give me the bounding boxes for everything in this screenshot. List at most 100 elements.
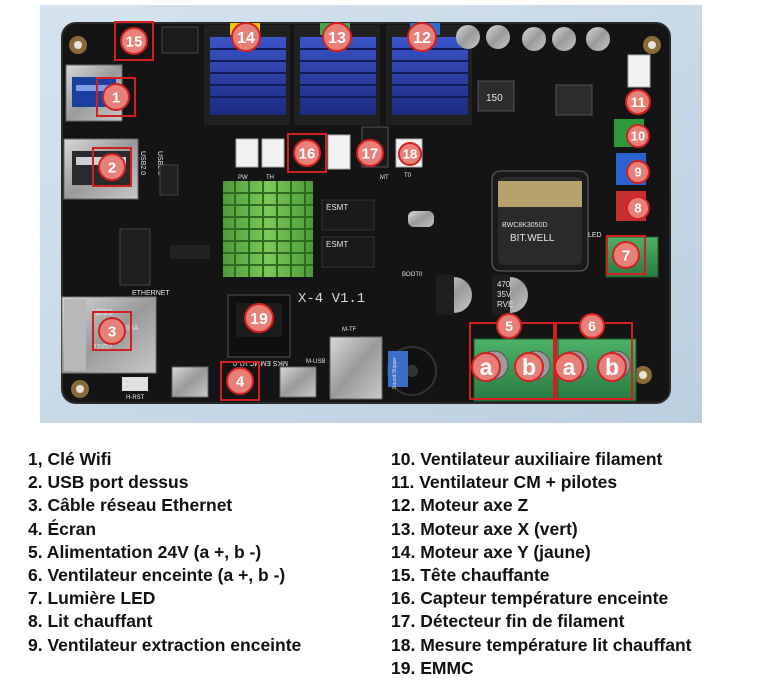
marker-circle — [98, 153, 126, 181]
marker-2: 2 — [92, 147, 132, 187]
legend-left: 1, Clé Wifi 2. USB port dessus 3. Câble … — [28, 448, 301, 657]
marker-circle — [407, 22, 437, 52]
marker-circle — [226, 367, 254, 395]
mounting-holes — [69, 36, 661, 398]
t0-label: T0 — [404, 173, 412, 179]
inductor-label: 150 — [486, 93, 503, 104]
usb2-label-b: USB2.0 — [156, 151, 163, 175]
marker-number: 14 — [237, 30, 255, 47]
marker-circle — [626, 160, 650, 184]
marker-9: 9 — [626, 160, 650, 184]
bulk-cap-label-1: BIT.WELL — [510, 233, 555, 244]
marker-circle — [120, 27, 148, 55]
marker-circle — [356, 139, 384, 167]
terminal-b-label: b — [522, 354, 536, 380]
legend-item: 12. Moteur axe Z — [391, 495, 529, 516]
legend-item: 4. Écran — [28, 518, 97, 539]
marker-number: 18 — [403, 147, 417, 162]
soc-heatsink — [223, 181, 313, 277]
eth-jack-text-3: 22/02 — [92, 343, 113, 352]
eth-jack-text-2: 1605A — [118, 325, 139, 332]
mtf-label: M-TF — [342, 327, 357, 333]
marker-number: 13 — [328, 30, 346, 47]
terminal-b-label: b — [605, 354, 619, 380]
marker-19: 19 — [244, 303, 274, 333]
buzzer — [387, 346, 437, 396]
marker-circle — [579, 313, 605, 339]
marker-circle — [231, 22, 261, 52]
capacitors-top — [456, 25, 610, 51]
terminal-a-label: a — [480, 354, 493, 380]
marker-circle — [322, 22, 352, 52]
marker-number: 9 — [634, 165, 641, 180]
usb2-label-a: USB2.0 — [139, 151, 146, 175]
marker-5: 5 — [496, 313, 522, 339]
marker-number: 17 — [362, 145, 379, 162]
legend-item: 15. Tête chauffante — [391, 564, 550, 585]
legend-item: 3. Câble réseau Ethernet — [28, 495, 233, 516]
marker-circle — [98, 317, 126, 345]
bulk-capacitor — [491, 170, 589, 272]
ram-chips — [321, 199, 375, 268]
marker-circle — [626, 196, 650, 220]
legend-right: 10. Ventilateur auxiliaire filament 11. … — [391, 448, 692, 680]
marker-circle — [626, 124, 650, 148]
ram-label-1: ESMT — [326, 203, 348, 212]
cap-small-3: RVE — [497, 300, 513, 309]
legend-item: 6. Ventilateur enceinte (a +, b -) — [28, 564, 286, 585]
legend-item: 18. Mesure température lit chauffant — [391, 634, 692, 655]
legend-item: 16. Capteur température enceinte — [391, 588, 669, 609]
marker-number: 2 — [108, 159, 116, 176]
inductors — [477, 80, 593, 116]
marker-12: 12 — [407, 22, 437, 52]
emmc-label: MKS EMMC V1.0 — [233, 359, 288, 366]
marker-number: 7 — [622, 247, 630, 264]
marker-number: 10 — [631, 129, 645, 144]
marker-number: 4 — [236, 373, 245, 390]
marker-15: 15 — [114, 21, 154, 61]
marker-number: 12 — [413, 30, 431, 47]
board-photo: USB2.0 USB2.0 HR91 1605A 22/02 ETHERNET … — [40, 5, 702, 423]
marker-number: 16 — [299, 145, 316, 162]
terminal-a-label: a — [563, 354, 576, 380]
marker-number: 15 — [126, 33, 143, 50]
hrst-label: H-RST — [126, 395, 145, 401]
legend-item: 2. USB port dessus — [28, 472, 189, 493]
marker-number: 3 — [108, 323, 116, 340]
marker-18: 18 — [398, 142, 422, 166]
marker-circle — [625, 89, 651, 115]
legend-item: 1, Clé Wifi — [28, 449, 112, 469]
th-label: TH — [266, 175, 274, 181]
marker-circle — [102, 83, 130, 111]
ram-label-2: ESMT — [326, 240, 348, 249]
marker-circle — [612, 241, 640, 269]
marker-17: 17 — [356, 139, 384, 167]
crystal — [408, 211, 434, 227]
marker-11: 11 — [625, 89, 651, 115]
marker-8: 8 — [626, 196, 650, 220]
hotend-connector — [161, 26, 199, 54]
marker-number: 5 — [505, 318, 513, 334]
legend-item: 5. Alimentation 24V (a +, b -) — [28, 541, 262, 562]
marker-10: 10 — [626, 124, 650, 148]
marker-6: 6 — [579, 313, 605, 339]
cap-small-2: 35V — [497, 290, 512, 299]
terminal-ab-labels: a b a b — [471, 352, 627, 382]
marker-3: 3 — [92, 311, 132, 351]
pw-label: PW — [238, 175, 248, 181]
marker-circle — [244, 303, 274, 333]
marker-number: 11 — [631, 94, 646, 110]
marker-circle — [398, 142, 422, 166]
legend-item: 10. Ventilateur auxiliaire filament — [391, 449, 663, 469]
legend-item: 19. EMMC — [391, 657, 474, 678]
marker-number: 6 — [588, 318, 596, 334]
musb-label: M-USB — [306, 359, 325, 365]
legend-item: 7. Lumière LED — [28, 588, 156, 609]
gpio-headers — [119, 164, 210, 286]
marker-circle — [293, 139, 321, 167]
filter-capacitors — [436, 275, 528, 315]
buzzer-label: Sound Stipper — [392, 357, 398, 389]
marker-circle — [496, 313, 522, 339]
board-name: X-4 V1.1 — [298, 291, 365, 307]
